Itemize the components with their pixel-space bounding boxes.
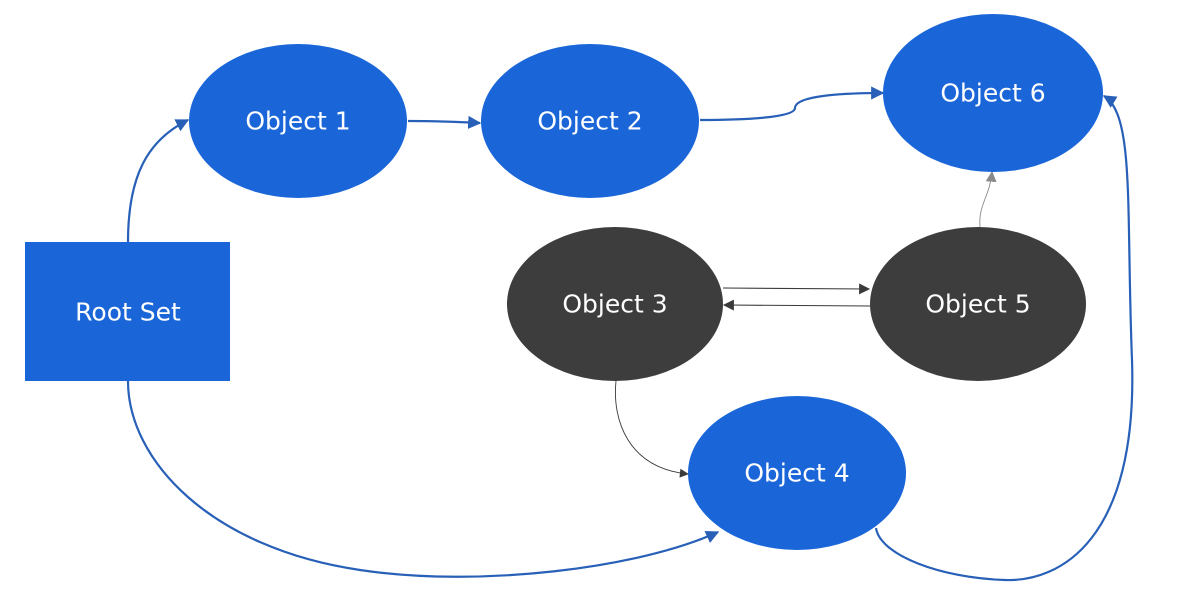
object-3-shape	[507, 227, 723, 381]
edges	[126, 86, 1134, 582]
object-2-node: Object 2	[481, 44, 699, 198]
edge-object-2-to-object-6	[699, 86, 885, 122]
edge-root-set-to-object-1	[126, 119, 190, 243]
edge-object-3-to-object-4	[614, 380, 689, 478]
object-1-label: Object 1	[245, 107, 350, 136]
object-6-shape	[883, 14, 1103, 172]
edge-object-3-to-object-5	[722, 283, 871, 295]
edge-root-set-to-object-4	[126, 380, 720, 578]
object-4-node: Object 4	[688, 396, 906, 550]
object-2-shape	[481, 44, 699, 198]
edge-object-1-to-object-2	[407, 115, 482, 129]
object-4-shape	[688, 396, 906, 550]
object-3-label: Object 3	[562, 290, 667, 319]
object-5-node: Object 5	[870, 227, 1086, 381]
object-1-node: Object 1	[189, 44, 407, 198]
object-3-node: Object 3	[507, 227, 723, 381]
object-2-label: Object 2	[537, 107, 642, 136]
nodes: Root Set Object 1 Object 2 Object 6 Obje…	[25, 14, 1103, 550]
root-set-label: Root Set	[75, 298, 181, 327]
edge-object-4-to-object-6	[874, 95, 1134, 582]
root-set-node: Root Set	[25, 242, 230, 381]
object-5-shape	[870, 227, 1086, 381]
object-1-shape	[189, 44, 407, 198]
object-5-label: Object 5	[925, 290, 1030, 319]
root-set-shape	[25, 242, 230, 381]
object-6-label: Object 6	[940, 79, 1045, 108]
object-6-node: Object 6	[883, 14, 1103, 172]
edge-object-5-to-object-3	[722, 299, 871, 311]
object-4-label: Object 4	[744, 459, 849, 488]
edge-object-5-to-object-6	[979, 170, 997, 228]
